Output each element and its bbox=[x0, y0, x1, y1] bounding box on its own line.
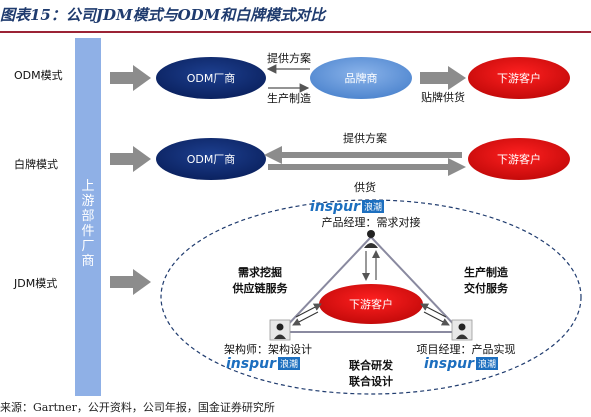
odm-manufacturer-label: ODM厂商 bbox=[187, 71, 236, 85]
brand-owner-label: 品牌商 bbox=[345, 71, 378, 85]
product-manager-icon bbox=[364, 230, 378, 248]
whitebrand-supply-arrow bbox=[268, 158, 466, 176]
right-caption: 项目经理：产品实现 bbox=[417, 342, 516, 356]
top-caption: 产品经理：需求对接 bbox=[322, 215, 421, 229]
bottom-line1: 联合研发 bbox=[349, 358, 394, 372]
jdm-triangle bbox=[278, 235, 464, 333]
oem-supply-text: 贴牌供货 bbox=[421, 90, 465, 104]
bottom-line2: 联合设计 bbox=[349, 374, 393, 388]
inspur-logo-top-en: inspur bbox=[310, 199, 361, 215]
project-manager-icon bbox=[451, 319, 473, 341]
row-label-odm: ODM模式 bbox=[14, 69, 63, 82]
whitebrand-solution-text: 提供方案 bbox=[343, 131, 387, 145]
whitebrand-customer-node bbox=[468, 138, 570, 180]
oem-supply-arrow bbox=[420, 66, 466, 90]
right-in-arrow bbox=[420, 303, 447, 318]
whitebrand-customer-label: 下游客户 bbox=[497, 152, 541, 166]
figure-title: 图表15：公司JDM模式与ODM和白牌模式对比 bbox=[0, 6, 326, 24]
odm-solution-text: 提供方案 bbox=[267, 51, 311, 65]
title-divider bbox=[0, 31, 591, 33]
right-edge-line1: 生产制造 bbox=[464, 265, 509, 279]
inspur-logo-right-en: inspur bbox=[424, 356, 475, 372]
upstream-suppliers-bar: 上游部件厂商 bbox=[75, 38, 101, 396]
whitebrand-supply-text: 供货 bbox=[354, 180, 376, 194]
left-in-arrow bbox=[295, 303, 322, 318]
whitebrand-solution-arrow bbox=[264, 146, 462, 164]
inspur-logo-left-cn: 浪潮 bbox=[280, 358, 298, 370]
block-arrow-whitebrand bbox=[110, 146, 151, 172]
inspur-logo-left-badge bbox=[278, 357, 300, 370]
odm-customer-node bbox=[468, 57, 570, 99]
odm-customer-label: 下游客户 bbox=[497, 71, 541, 85]
odm-manufacturing-text: 生产制造 bbox=[267, 91, 311, 105]
left-edge-line1: 需求挖掘 bbox=[238, 265, 282, 279]
inspur-logo-right-badge bbox=[476, 357, 498, 370]
block-arrow-jdm bbox=[110, 269, 151, 295]
jdm-dashed-boundary bbox=[160, 199, 582, 395]
whitebrand-odm-label: ODM厂商 bbox=[187, 152, 236, 166]
jdm-customer-label: 下游客户 bbox=[349, 297, 393, 311]
right-out-arrow bbox=[423, 311, 450, 326]
odm-row: ODM厂商 品牌商 下游客户 提供方案 生产制造 贴牌供货 bbox=[156, 51, 570, 105]
left-out-arrow bbox=[292, 311, 319, 326]
inspur-logo-left-en: inspur bbox=[226, 356, 277, 372]
inspur-logo-top-cn: 浪潮 bbox=[364, 201, 382, 213]
inspur-logo-right-cn: 浪潮 bbox=[478, 358, 496, 370]
right-edge-line2: 交付服务 bbox=[464, 281, 509, 295]
source-note: 来源：Gartner，公开资料，公司年报，国金证券研究所 bbox=[0, 401, 275, 414]
architect-icon bbox=[269, 319, 291, 341]
whitebrand-row: ODM厂商 下游客户 提供方案 供货 bbox=[156, 131, 570, 194]
block-arrow-odm bbox=[110, 65, 151, 91]
upstream-suppliers-label: 上游部件厂商 bbox=[81, 179, 94, 269]
row-label-whitebrand: 白牌模式 bbox=[14, 157, 58, 171]
left-caption: 架构师：架构设计 bbox=[224, 342, 312, 356]
inspur-logo-top-badge bbox=[362, 200, 384, 213]
odm-manufacturer-node bbox=[156, 57, 266, 99]
jdm-customer-node bbox=[319, 284, 423, 324]
row-label-jdm: JDM模式 bbox=[13, 277, 57, 290]
jdm-section: inspur 浪潮 产品经理：需求对接 下游客户 需求挖掘 供应链服务 生产制造… bbox=[160, 199, 582, 395]
left-edge-line2: 供应链服务 bbox=[232, 281, 289, 295]
brand-owner-node bbox=[310, 57, 412, 99]
whitebrand-odm-node bbox=[156, 138, 266, 180]
